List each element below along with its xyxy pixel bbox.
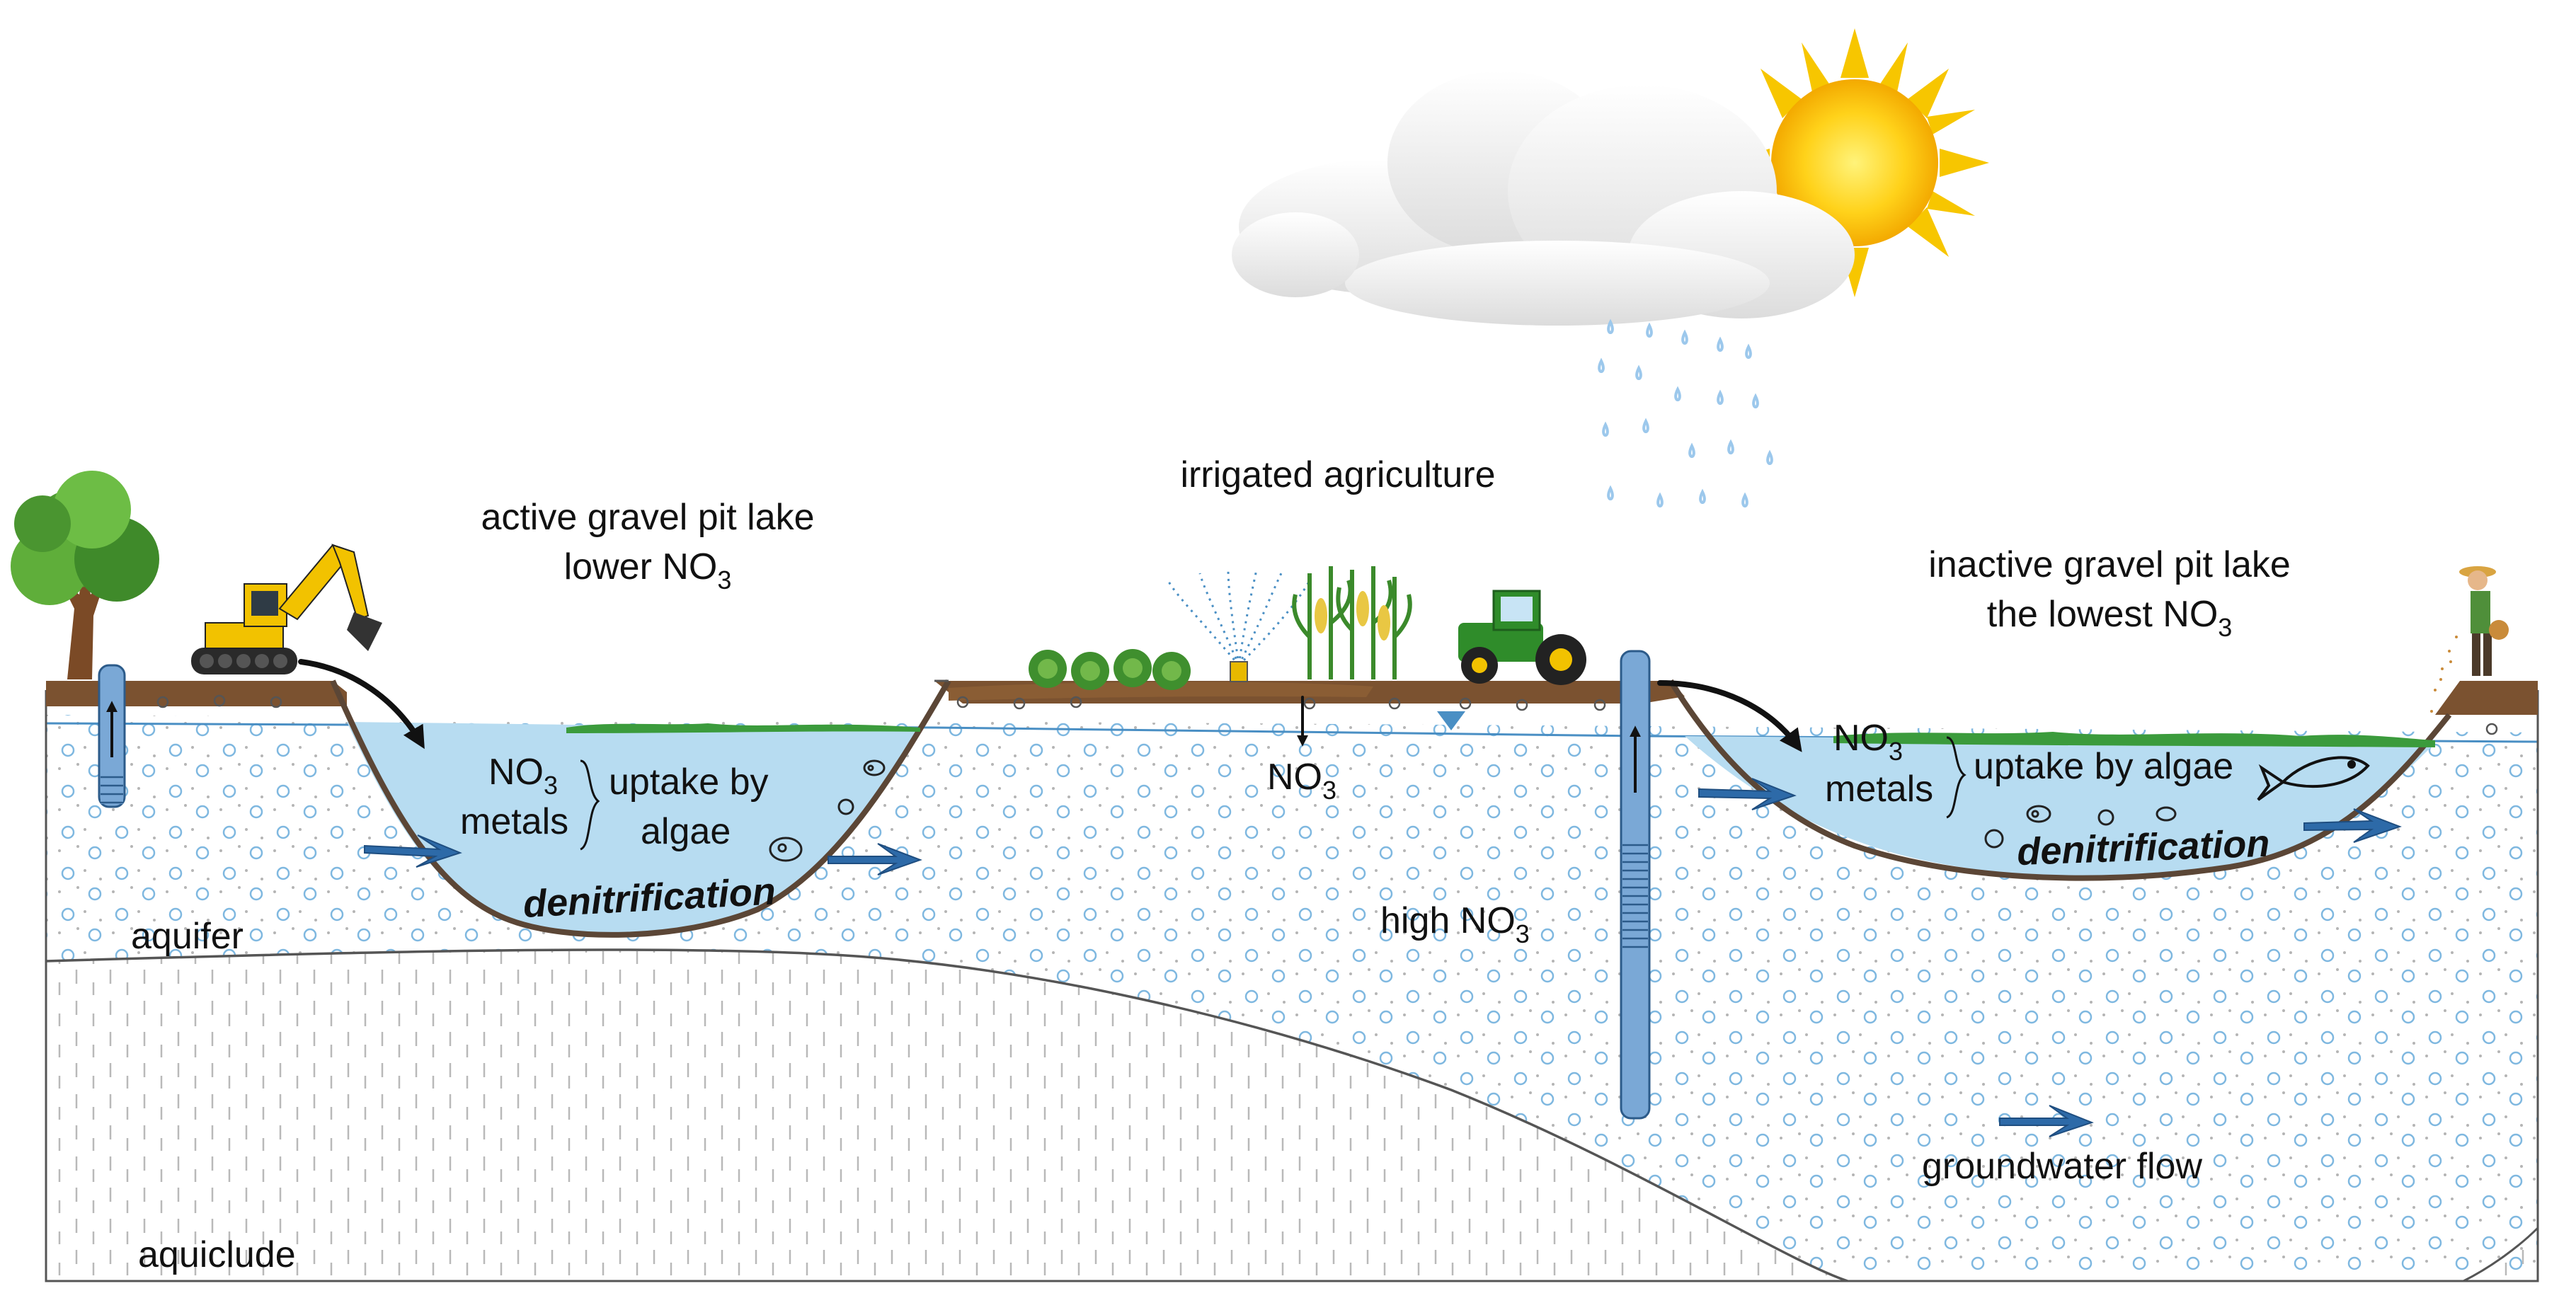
microbe-icon [769,759,2177,862]
cabbage-icon [1029,649,1191,690]
inactive-lake-algae [1833,732,2435,747]
farmer-icon [2430,566,2509,713]
high-no3-label: high NO3 [1380,900,1530,948]
active-lake-no3: lower NO3 [564,546,732,595]
active-lake-brace [580,759,600,851]
flow-arrow-4 [2303,808,2402,843]
tractor-icon [1458,590,1586,685]
groundwater-flow-label: groundwater flow [1922,1146,2202,1187]
excavator-icon [191,544,382,674]
flow-arrow-2 [828,843,922,875]
inactive-lake [1668,679,2452,881]
inactive-lake-brace [1946,736,1967,819]
soil-left [46,681,347,706]
groundwater-flow-arrows [364,778,2402,1137]
inactive-lake-metals: metals [1825,769,1933,810]
flow-arrow-5 [1999,1105,2094,1137]
aquiclude-texture [46,949,1848,1281]
inactive-lake-no3-inner: NO3 [1833,718,1903,766]
inflow-arrow-inactive [1657,680,1802,752]
aquiclude-label: aquiclude [138,1234,296,1275]
flow-arrow-3 [1698,778,1797,810]
active-lake-uptake-2: algae [641,811,731,852]
flow-arrow-1 [364,834,462,868]
inactive-lake-water [1685,736,2435,878]
water-table-marker [1437,711,1465,730]
aquiclude-boundary [45,948,1848,1282]
fish-icon [2257,756,2370,801]
aquifer-label: aquifer [131,916,244,957]
soil-right [2435,681,2538,715]
inactive-lake-uptake: uptake by algae [1974,746,2233,787]
ground-surface [46,681,2538,735]
active-lake-metals: metals [460,801,568,842]
inactive-lake-no3: the lowest NO3 [1987,594,2233,642]
tree-icon [11,471,159,679]
input-arrows [298,659,1802,752]
active-lake-no3-inner: NO3 [488,752,558,800]
active-lake-bed [330,679,951,938]
active-lake-algae [566,723,920,733]
field-no3: NO3 [1267,757,1336,805]
cloud-icon [1232,71,1855,326]
inactive-lake-denitrification: denitrification [2016,822,2270,873]
rain-icon [1598,318,1773,507]
irrigated-agriculture-label: irrigated agriculture [1180,454,1495,495]
well-right [1620,650,1651,1120]
active-lake-title: active gravel pit lake [481,497,814,538]
active-lake [330,679,951,938]
well-left [98,664,126,808]
active-lake-water [347,722,920,935]
diagram-frame [45,690,2539,1282]
sprinkler-icon [1167,569,1311,682]
corn-icon [1292,566,1412,679]
inflow-arrow-active [298,659,425,750]
inactive-lake-title: inactive gravel pit lake [1928,544,2291,585]
inactive-lake-bed [1668,679,2452,881]
active-lake-uptake-1: uptake by [609,762,769,803]
